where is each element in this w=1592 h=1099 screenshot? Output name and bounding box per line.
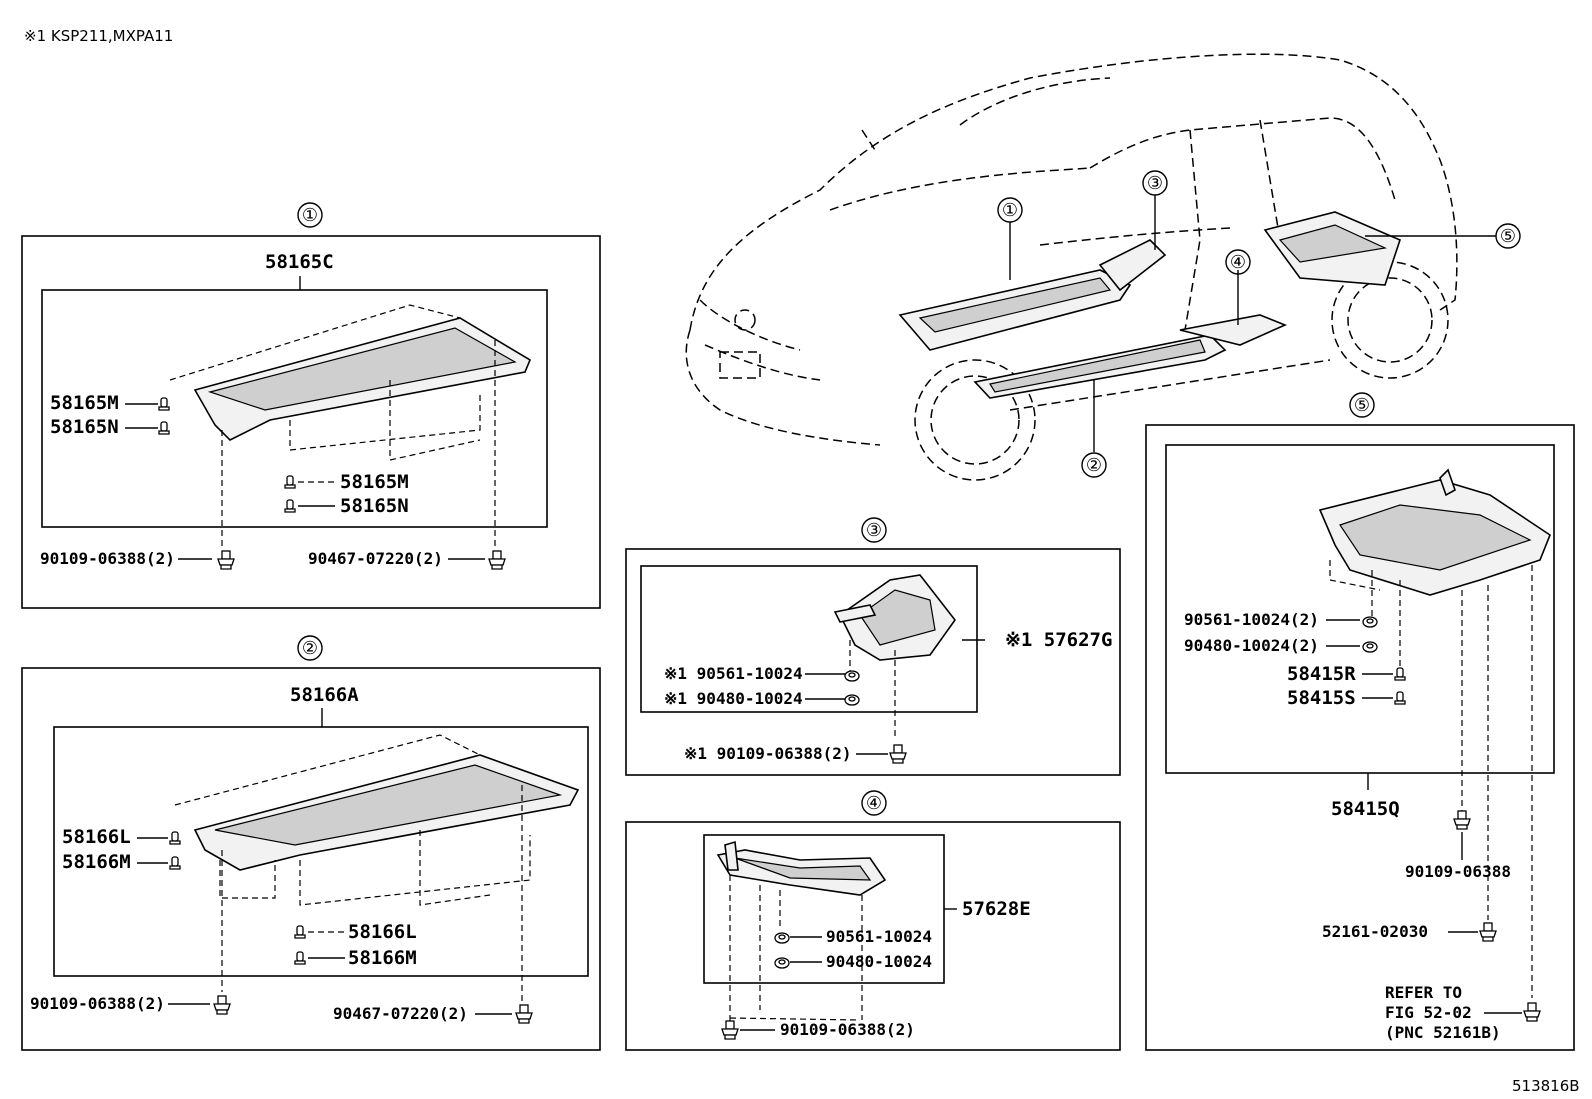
panel-4-assembly: 57628E: [962, 898, 1031, 920]
panel-1-center-clip-m: 58165M: [340, 471, 409, 493]
panel-5-index: ⑤: [1354, 395, 1370, 416]
panel-3-nut2: ※1 90480-10024: [664, 689, 803, 708]
panel-3-assembly: ※1 57627G: [1005, 629, 1112, 651]
panel-4-nut2: 90480-10024: [826, 952, 932, 971]
panel-3-bolt: ※1 90109-06388(2): [684, 744, 852, 763]
car-callout-5: ⑤: [1500, 226, 1516, 247]
car-callout-3: ③: [1147, 173, 1163, 194]
panel-3-index: ③: [866, 520, 882, 541]
car-callout-4: ④: [1230, 252, 1246, 273]
panel-5-refer-1: REFER TO: [1385, 983, 1462, 1002]
panel-1-clip-n: 58165N: [50, 416, 119, 438]
panel-1-bolt-right: 90467-07220(2): [308, 549, 443, 568]
panel-5-assembly: 58415Q: [1331, 798, 1400, 820]
panel-5-screw: 52161-02030: [1322, 922, 1428, 941]
panel-1: ① 58165C 58165M 58165N 58165M 58165N 901…: [21, 202, 601, 609]
panel-1-clip-m: 58165M: [50, 392, 119, 414]
car-callout-1: ①: [1002, 200, 1018, 221]
panel-5-nut2: 90480-10024(2): [1184, 636, 1319, 655]
panel-2-index: ②: [302, 638, 318, 659]
panel-2-center-clip-m: 58166M: [348, 947, 417, 969]
panel-5-refer-3: (PNC 52161B): [1385, 1023, 1501, 1042]
applicability-note: ※1 KSP211,MXPA11: [24, 27, 173, 45]
panel-1-bolt-left: 90109-06388(2): [40, 549, 175, 568]
panel-5-nut: 90561-10024(2): [1184, 610, 1319, 629]
panel-2-bolt-right: 90467-07220(2): [333, 1004, 468, 1023]
panel-3-nut: ※1 90561-10024: [664, 664, 803, 683]
panel-2-clip-m: 58166M: [62, 851, 131, 873]
panel-5-refer-2: FIG 52-02: [1385, 1003, 1472, 1022]
panel-4: ④ 57628E 90561-10024 90480-10024 90109-0…: [625, 790, 1121, 1051]
panel-2-clip-l: 58166L: [62, 826, 131, 848]
panel-2-bolt-left: 90109-06388(2): [30, 994, 165, 1013]
panel-4-bolt: 90109-06388(2): [780, 1020, 915, 1039]
panel-5-clip-r: 58415R: [1287, 663, 1356, 685]
panel-5-bolt: 90109-06388: [1405, 862, 1511, 881]
car-callout-2: ②: [1086, 455, 1102, 476]
vehicle-illustration: ① ② ③ ④ ⑤: [685, 53, 1521, 481]
panel-2-assembly: 58166A: [290, 684, 359, 706]
panel-4-index: ④: [866, 793, 882, 814]
panel-5: ⑤ 90561-10024(2) 90480-10024(2) 58415R 5…: [1145, 392, 1575, 1051]
panel-5-clip-s: 58415S: [1287, 687, 1356, 709]
drawing-number: 513816B: [1512, 1077, 1580, 1095]
panel-1-assembly: 58165C: [265, 251, 334, 273]
panel-1-center-clip-n: 58165N: [340, 495, 409, 517]
panel-2-center-clip-l: 58166L: [348, 921, 417, 943]
panel-3: ③ ※1 57627G ※1 90561-10024 ※1 90480-1002…: [625, 517, 1121, 776]
panel-4-nut: 90561-10024: [826, 927, 932, 946]
panel-1-index: ①: [302, 205, 318, 226]
panel-2: ② 58166A 58166L 58166M 58166L 58166M 901…: [21, 635, 601, 1051]
